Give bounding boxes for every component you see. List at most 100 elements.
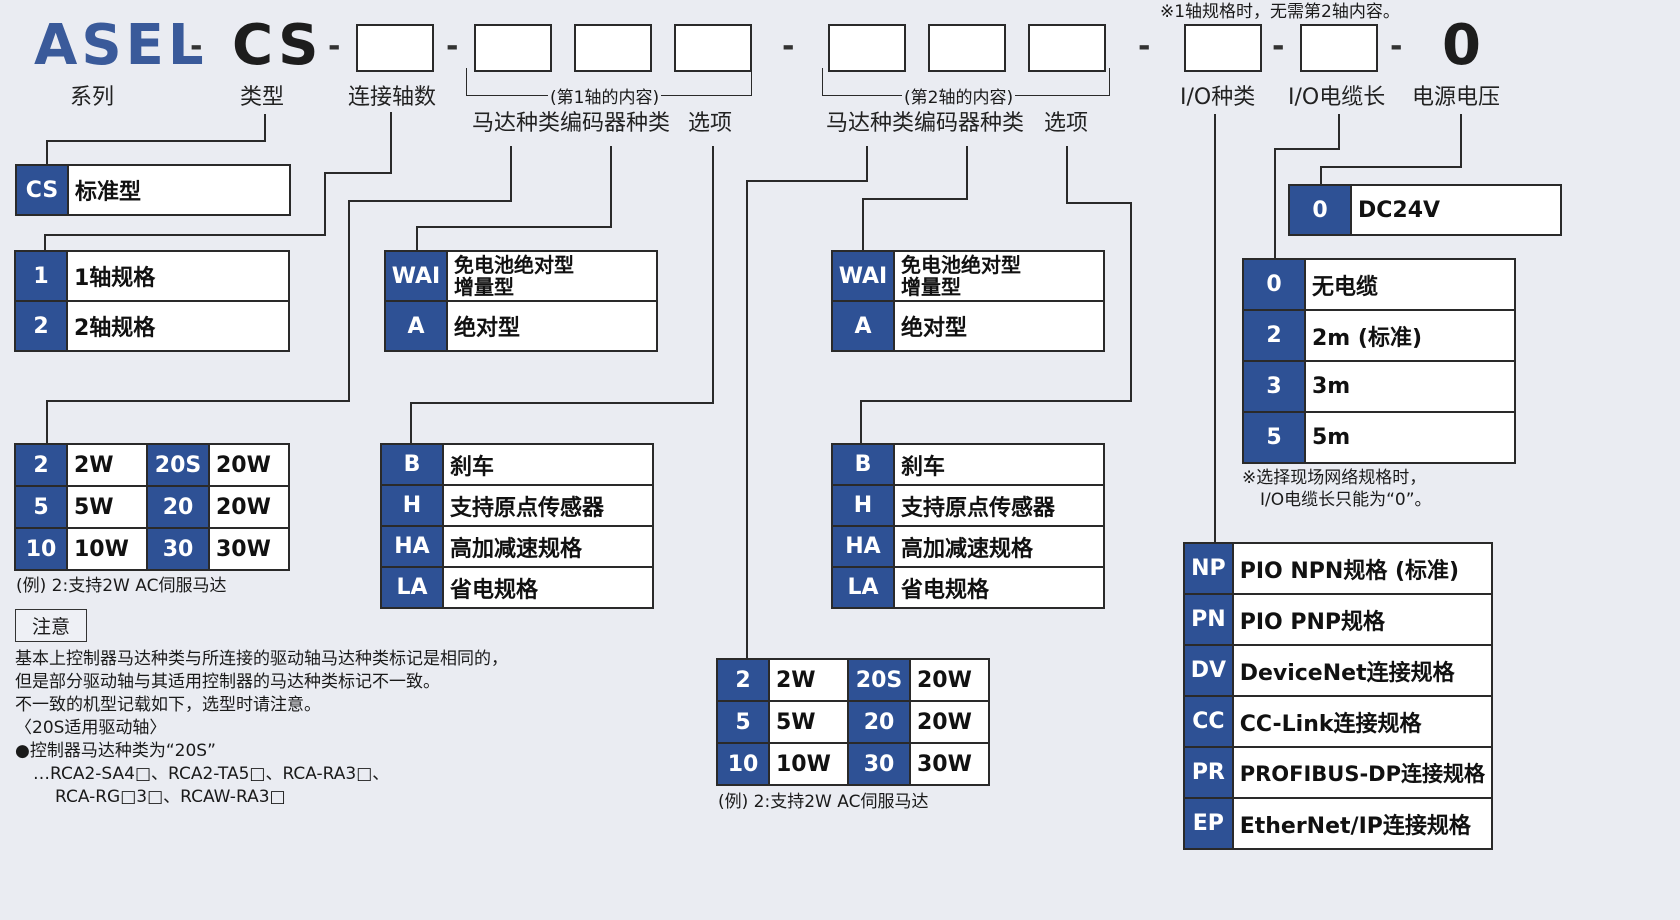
connector-line [866,146,868,182]
option-desc: 省电规格 [442,566,654,609]
io-cable-table: 0 无电缆 2 2m (标准) 3 3m 5 5m [1242,258,1516,464]
option-desc: 高加减速规格 [893,525,1105,568]
slot-axis1-encoder [574,24,652,72]
option-desc: 2轴规格 [66,300,290,352]
option-code: 5 [14,485,68,529]
option-desc: 30W [208,527,290,571]
table-row: HA 高加减速规格 [831,525,1105,568]
note-line: 基本上控制器马达种类与所连接的驱动轴马达种类标记是相同的， [15,649,508,669]
axis1-motor-table: 2 2W 20S 20W 5 5W 20 20W 10 10W 30 30W [14,443,290,571]
table-row: PR PROFIBUS-DP连接规格 [1183,746,1494,799]
connector-line [860,400,862,444]
table-row: HA 高加减速规格 [380,525,654,568]
label-voltage: 电源电压 [1412,85,1501,110]
option-code: 30 [146,527,210,571]
option-desc: 标准型 [67,164,291,216]
option-desc: 无电缆 [1304,258,1516,311]
separator-dash: - [1390,29,1403,64]
table-row: B 刹车 [831,443,1105,486]
table-row: 2 2轴规格 [14,300,290,352]
table-row: A 绝对型 [831,300,1105,352]
connector-line [264,114,266,142]
axes-table: 1 1轴规格 2 2轴规格 [14,250,290,352]
connector-line [416,226,418,252]
option-desc: 免电池绝对型 增量型 [893,250,1105,302]
connector-line [44,234,326,236]
option-code: 5 [1242,411,1306,464]
option-code: H [831,484,895,527]
table-row: 5 5W 20 20W [14,485,290,529]
connector-line [348,200,350,402]
connector-line [348,200,512,202]
table-row: 0 无电缆 [1242,258,1516,311]
option-desc: 10W [66,527,148,571]
option-desc: 2W [66,443,148,487]
separator-dash: - [446,29,459,64]
option-code: A [384,300,448,352]
option-code: 10 [14,527,68,571]
connector-line [1320,166,1322,186]
connector-line [416,226,612,228]
option-code: PR [1183,746,1234,799]
connector-line [46,140,48,166]
separator-dash: - [328,29,341,64]
option-code: CS [15,164,69,216]
option-code: 20S [847,658,911,702]
option-desc: 5W [66,485,148,529]
voltage-fixed-code: 0 [1442,13,1485,78]
option-desc: 20W [909,700,990,744]
note-body: 基本上控制器马达种类与所连接的驱动轴马达种类标记是相同的， 但是部分驱动轴与其适… [15,648,508,809]
connector-line [862,198,968,200]
connector-line [1338,114,1340,150]
option-desc: CC-Link连接规格 [1231,695,1494,748]
table-row: WAI 免电池绝对型 增量型 [831,250,1105,302]
table-row: NP PIO NPN规格 (标准) [1183,542,1494,595]
option-desc: PIO PNP规格 [1231,593,1494,646]
separator-dash: - [782,29,795,64]
option-code: A [831,300,895,352]
option-code: H [380,484,444,527]
slot-axis2-motor [828,24,906,72]
option-code: LA [380,566,444,609]
option-desc: 20W [208,443,290,487]
type-cs: CS [232,13,323,78]
table-row: DV DeviceNet连接规格 [1183,644,1494,697]
connector-line [862,198,864,252]
option-desc: 绝对型 [893,300,1105,352]
label-io-cable: I/O电缆长 [1288,85,1386,110]
note-line: 〈20S适用驱动轴〉 [15,718,167,738]
option-code: B [380,443,444,486]
slot-axis1-option [674,24,752,72]
separator-dash: - [190,29,203,64]
option-code: WAI [384,250,448,302]
option-code: 5 [716,700,770,744]
connector-line [46,400,48,444]
option-desc: 刹车 [442,443,654,486]
table-row: 2 2m (标准) [1242,309,1516,362]
option-desc: 20W [909,658,990,702]
slot-axis1-motor [474,24,552,72]
cable-note-line1: ※选择现场网络规格时， [1242,468,1427,488]
option-desc: 省电规格 [893,566,1105,609]
slot-axis2-encoder [928,24,1006,72]
table-row: 5 5m [1242,411,1516,464]
connector-line [1214,114,1216,544]
label-axis1-option: 选项 [688,111,733,136]
connector-line [46,140,266,142]
option-code: CC [1183,695,1234,748]
label-io-type: I/O种类 [1180,85,1256,110]
connector-line [746,180,748,660]
type-table: CS 标准型 [15,164,291,216]
option-desc: 2W [768,658,849,702]
option-code: 2 [716,658,770,702]
option-code: 2 [14,300,68,352]
separator-dash: - [1272,29,1285,64]
connector-line [324,172,326,236]
brand-asel: ASEL [34,13,208,78]
table-row: WAI 免电池绝对型 增量型 [384,250,658,302]
axis2-option-table: B 刹车 H 支持原点传感器 HA 高加减速规格 LA 省电规格 [831,443,1105,609]
option-code: 10 [716,742,770,786]
label-axis2-group: (第2轴的内容) [902,88,1016,108]
connector-line [1320,166,1462,168]
connector-line [1460,114,1462,168]
